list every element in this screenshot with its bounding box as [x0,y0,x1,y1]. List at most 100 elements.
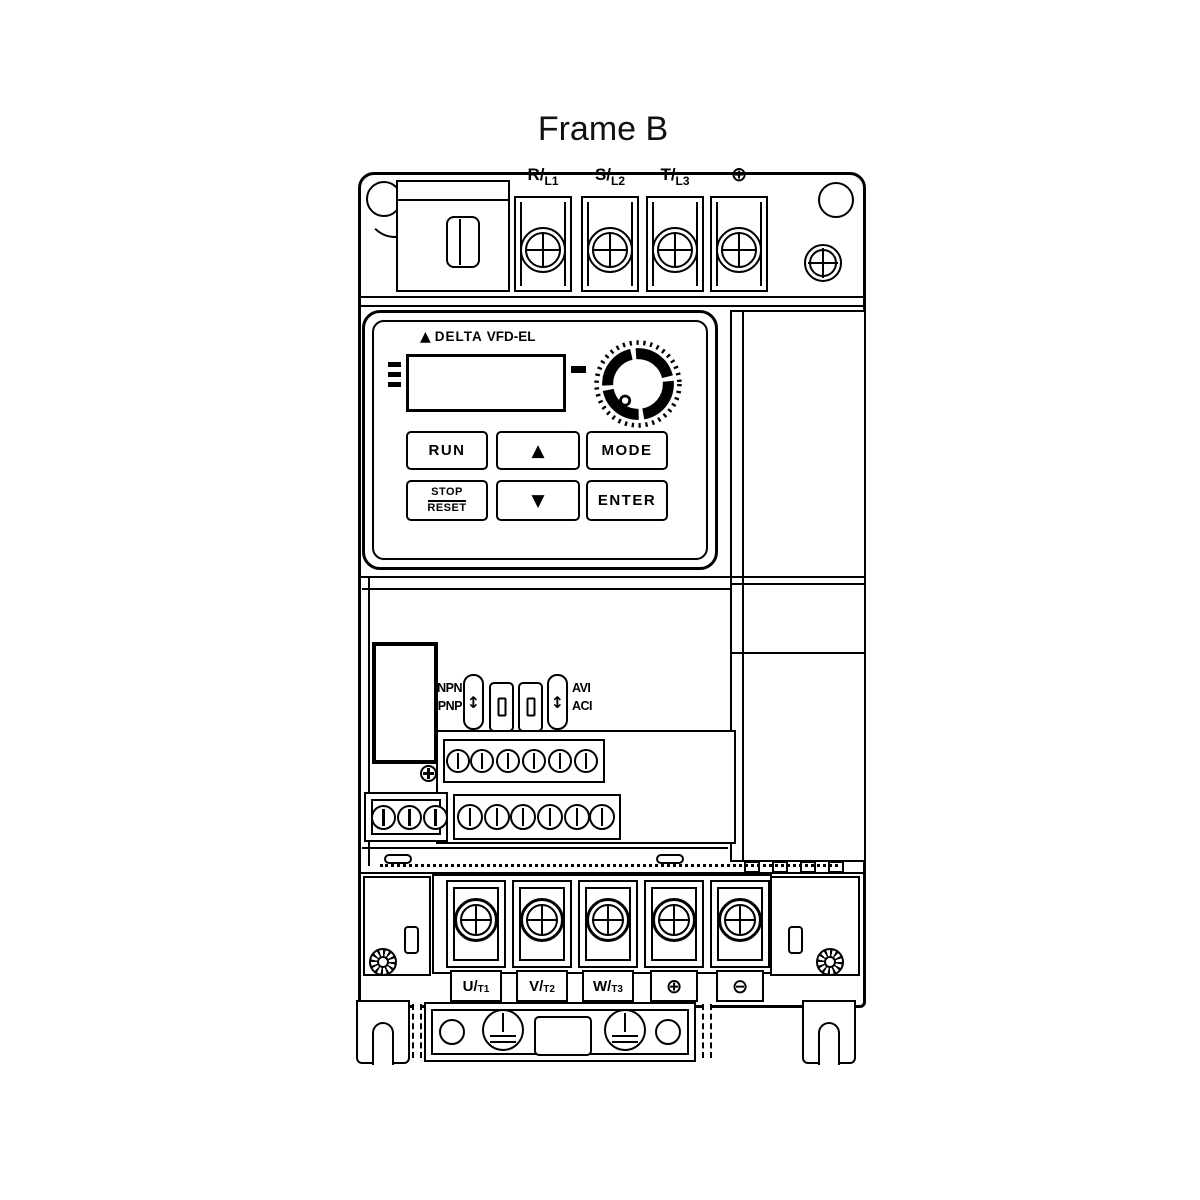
slot-screw-icon [457,804,483,830]
jumper-connector-icon [446,216,480,268]
terminal-screw-icon [587,227,633,273]
down-arrow-icon: ▼ [531,490,545,511]
slide-arrow-icon: ↕ [466,692,481,712]
brand-model: VFD-EL [486,329,536,344]
mounting-hole-top-right-icon [818,182,854,218]
slot-screw-icon [397,805,422,830]
divider-line [362,588,730,590]
divider-line [360,305,864,307]
npn-pnp-switch: ↕ [463,674,484,730]
slot-screw-icon [537,804,563,830]
slide-arrow-icon: ↕ [550,692,565,712]
power-screw-icon [652,898,696,942]
clamp-screw-icon [604,1009,646,1051]
clamp-spring [412,1004,422,1058]
tick-row [380,864,838,867]
up-arrow-icon: ▲ [531,440,545,461]
terminal-screw-icon [716,227,762,273]
clamp-spring [702,1004,712,1058]
slot-screw-icon [510,804,536,830]
avi-label: AVI [572,681,591,695]
power-screw-icon [586,898,630,942]
pnp-label: PNP [437,699,463,714]
slot-screw-icon [589,804,615,830]
top-left-housing [396,180,510,292]
right-panel-divider [732,652,864,654]
divider-line [360,296,864,298]
led-indicator-bar [388,362,401,367]
minus-terminal-symbol: ⊖ [716,970,764,1002]
power-screw-icon [454,898,498,942]
ground-symbol-top: ⊕ [730,162,748,186]
dip-switch-2 [518,682,543,732]
rail-slot [404,926,419,954]
ledge-slot [656,854,684,864]
mounting-foot-right [802,1000,856,1065]
npn-pnp-labels: NPN PNP [428,679,462,715]
led-indicator-bar [388,372,401,377]
brand-name: DELTA [434,329,483,344]
housing-line [398,199,508,201]
terminal-screw-icon [520,227,566,273]
seven-segment-display [406,354,566,412]
clamp-hole [655,1019,681,1045]
enter-button: ENTER [586,480,668,521]
mounting-foot-left [356,1000,410,1065]
terminal-label-v-t2: V/T2 [516,970,568,1002]
clamp-screw-icon [482,1009,524,1051]
left-wall-line [368,578,370,866]
right-side-panel [730,310,866,862]
stop-reset-button: STOP RESET [406,480,488,521]
run-button: RUN [406,431,488,470]
brand-row: ▲ DELTA VFD-EL [420,329,590,344]
mode-button: MODE [586,431,668,470]
avi-aci-labels: AVI ACI [572,679,606,715]
reset-label: RESET [427,502,467,514]
slot-screw-icon [470,749,494,773]
up-button: ▲ [496,431,580,470]
power-screw-icon [718,898,762,942]
power-section-line [360,872,864,874]
diagram-title: Frame B [537,110,669,148]
slot-screw-icon [484,804,510,830]
slot-screw-icon [564,804,590,830]
npn-label: NPN [437,681,462,695]
slot-screw-icon [496,749,520,773]
slot-screw-icon [371,805,396,830]
slot-screw-icon [446,749,470,773]
aci-label: ACI [572,699,593,714]
slot-screw-icon [522,749,546,773]
right-panel-edge-line [742,312,744,860]
slot-screw-icon [548,749,572,773]
ledge-line [362,847,728,849]
power-screw-icon [520,898,564,942]
terminal-label-r-l1: R/L1 [527,165,559,188]
din-rail-tab [534,1016,592,1056]
ledge-slot [384,854,412,864]
rail-slot [788,926,803,954]
small-screw-icon [420,765,437,782]
slot-screw-icon [574,749,598,773]
avi-aci-switch: ↕ [547,674,568,730]
potentiometer-knob-icon [594,340,682,428]
ground-symbol-bottom: ⊕ [650,970,698,1002]
interface-connector-box [372,642,438,764]
jumper-connector-line [459,219,461,265]
down-button: ▼ [496,480,580,521]
right-panel-divider [732,583,864,585]
stop-label: STOP [428,486,466,502]
divider-line [360,576,864,578]
terminal-label-t-l3: T/L3 [660,165,690,188]
power-rail-right [770,876,860,976]
knurled-screw-icon [816,948,844,976]
chassis-screw-top-right-icon [804,244,842,282]
delta-logo-icon: ▲ [420,328,431,345]
terminal-label-u-t1: U/T1 [450,970,502,1002]
knurled-screw-icon [369,948,397,976]
display-side-mark [571,366,586,373]
led-indicator-bar [388,382,401,387]
terminal-label-w-t3: W/T3 [582,970,634,1002]
slot-screw-icon [423,805,448,830]
clamp-hole [439,1019,465,1045]
